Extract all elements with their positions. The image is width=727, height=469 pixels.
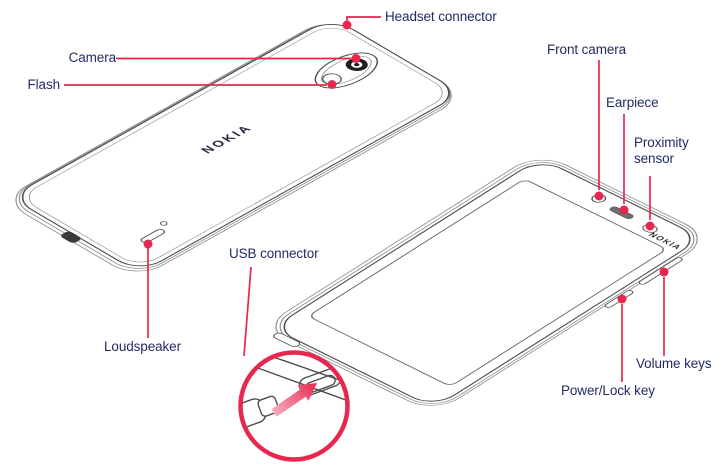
loudspeaker-label: Loudspeaker xyxy=(104,339,181,354)
volume-dot xyxy=(659,267,669,277)
callout-lines xyxy=(64,16,665,382)
usb-line xyxy=(243,266,252,357)
usb-connector-label: USB connector xyxy=(229,246,319,261)
flash-label: Flash xyxy=(27,77,60,92)
front-phone-side-band-outer xyxy=(275,159,698,406)
front-camera-label: Front camera xyxy=(547,42,627,57)
headset-dot xyxy=(342,20,352,30)
camera-label: Camera xyxy=(68,50,117,65)
front-face xyxy=(283,164,691,402)
screen xyxy=(311,180,664,385)
flash-dot xyxy=(327,80,337,89)
usb-magnifier xyxy=(238,350,350,462)
camera-dot xyxy=(351,54,361,63)
power-dot xyxy=(617,294,627,304)
callout-dots xyxy=(143,20,669,304)
mic-hole xyxy=(160,221,168,226)
proximity-sensor-label: Proximity sensor xyxy=(634,135,689,167)
headset-connector-label: Headset connector xyxy=(385,9,497,24)
proximity-dot xyxy=(645,221,655,231)
front-camera-dot xyxy=(594,191,604,201)
flash-icon xyxy=(322,73,342,85)
front-phone-view: NOKIA xyxy=(273,159,698,406)
usb-port-edge xyxy=(61,231,81,243)
back-phone-view: NOKIA xyxy=(15,23,452,272)
power-lock-key-label: Power/Lock key xyxy=(561,383,655,398)
loudspeaker-slot xyxy=(140,229,166,243)
camera-lens-pupil xyxy=(354,63,360,67)
volume-keys-label: Volume keys xyxy=(636,356,712,371)
loudspeaker-dot xyxy=(143,239,153,249)
earpiece-dot xyxy=(619,205,629,215)
insert-arrow-icon xyxy=(271,383,317,417)
earpiece-label: Earpiece xyxy=(606,95,659,110)
back-cover-inner-line xyxy=(28,27,443,263)
usb-port-front-edge xyxy=(273,332,301,347)
magnifier-ring xyxy=(238,350,350,462)
camera-module-inner-line xyxy=(320,56,372,85)
headset-line xyxy=(346,16,381,22)
